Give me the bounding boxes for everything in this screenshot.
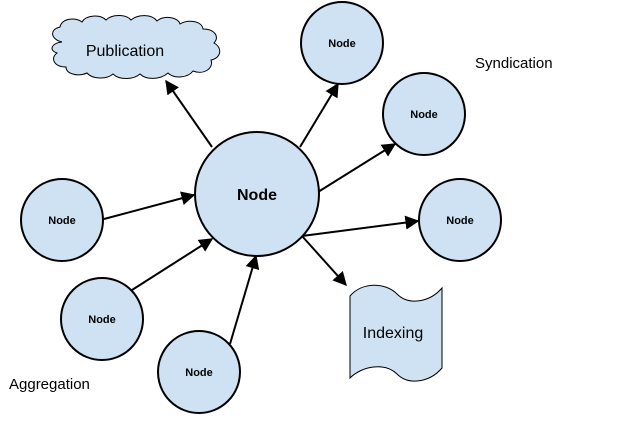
node-label: Node [328, 38, 356, 50]
node-upper-right: Node [382, 72, 466, 156]
node-left: Node [20, 178, 104, 262]
indexing-label: Indexing [363, 325, 424, 342]
syndication-label: Syndication [475, 55, 553, 72]
center-node: Node [194, 131, 320, 257]
node-label: Node [185, 367, 213, 379]
node-circle [382, 72, 466, 156]
edge-node-bottom-to-center [229, 254, 260, 345]
node-label: Node [410, 109, 438, 121]
aggregation-label: Aggregation [9, 376, 90, 393]
edge-node-lower-left-to-center [131, 238, 214, 291]
edge-center-to-indexing [301, 235, 347, 287]
cloud-shape [51, 15, 221, 79]
edge-center-to-node-top [299, 82, 339, 148]
edge-center-to-node-upper-right [317, 143, 397, 193]
node-top: Node [300, 1, 384, 85]
node-label: Node [48, 215, 76, 227]
node-circle [300, 1, 384, 85]
edge-center-to-node-right [301, 215, 420, 237]
edge-center-to-publication [165, 79, 213, 148]
node-label: Node [446, 215, 474, 227]
edges [103, 79, 420, 345]
node-label: Node [88, 314, 116, 326]
indexing-document: Indexing [349, 284, 443, 382]
publication-label: Publication [86, 43, 164, 60]
node-bottom: Node [157, 330, 241, 414]
node-circle [60, 277, 144, 361]
node-circle [157, 330, 241, 414]
node-circle [20, 178, 104, 262]
edge-node-left-to-center [103, 191, 196, 220]
node-circle [418, 178, 502, 262]
node-right: Node [418, 178, 502, 262]
center-node-label: Node [237, 187, 277, 204]
publication-cloud: Publication [51, 15, 221, 79]
node-lower-left: Node [60, 277, 144, 361]
document-shape [349, 284, 443, 382]
center-node-circle [194, 131, 320, 257]
